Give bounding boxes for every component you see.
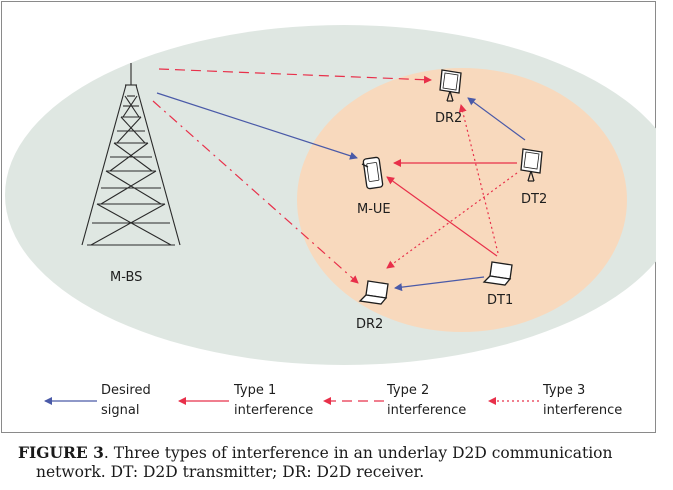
dr2-top-label: DR2 xyxy=(435,111,462,126)
type3-arrow-dt1-to-dr2-top xyxy=(458,104,499,254)
dt2-label: DT2 xyxy=(521,192,547,207)
legend-desired-label-2: signal xyxy=(101,403,139,418)
mue-label: M-UE xyxy=(357,202,391,217)
d2d-area xyxy=(297,68,627,332)
type1-arrow-dt1-to-mue xyxy=(386,176,498,257)
legend-type2-label-1: Type 2 xyxy=(386,383,429,398)
legend-desired-label-1: Desired xyxy=(101,383,151,398)
laptop-icon xyxy=(482,261,513,286)
legend-type3-label-2: interference xyxy=(543,403,622,418)
tower-icon xyxy=(81,63,181,246)
desired-arrow-dt2-to-dr2-top xyxy=(467,97,526,141)
caption-figure-label: FIGURE 3 xyxy=(18,443,104,462)
legend: Desired signal Type 1 interference Type … xyxy=(44,383,622,418)
legend-type3-label-1: Type 3 xyxy=(542,383,585,398)
dt1-label: DT1 xyxy=(487,293,513,308)
type3-arrow-dt2-to-dr2-bottom xyxy=(386,172,518,269)
desired-arrow-dt1-to-dr2-bottom xyxy=(394,276,485,292)
figure-caption: FIGURE 3. Three types of interference in… xyxy=(18,443,658,482)
figure: M-BS DR2 DT2 M-UE DT1 DR2 xyxy=(1,1,673,433)
type2-arrow-mbs-to-dr2-top xyxy=(158,68,432,84)
legend-type2-label-2: interference xyxy=(387,403,466,418)
type2-arrow-mbs-to-dr2-bottom xyxy=(152,100,359,284)
legend-type1-label-2: interference xyxy=(234,403,313,418)
caption-text-line1: . Three types of interference in an unde… xyxy=(103,444,613,462)
legend-type1-label-1: Type 1 xyxy=(233,383,276,398)
figure-diagram: M-BS DR2 DT2 M-UE DT1 DR2 xyxy=(1,1,673,433)
display-icon xyxy=(439,69,462,102)
mbs-label: M-BS xyxy=(110,270,142,285)
caption-text-line2: network. DT: D2D transmitter; DR: D2D re… xyxy=(36,463,425,481)
desired-arrow-mbs-to-mue xyxy=(156,92,358,160)
display-icon xyxy=(520,148,543,182)
dr2-bottom-label: DR2 xyxy=(356,317,383,332)
laptop-icon xyxy=(358,280,389,305)
phone-icon xyxy=(361,156,384,190)
